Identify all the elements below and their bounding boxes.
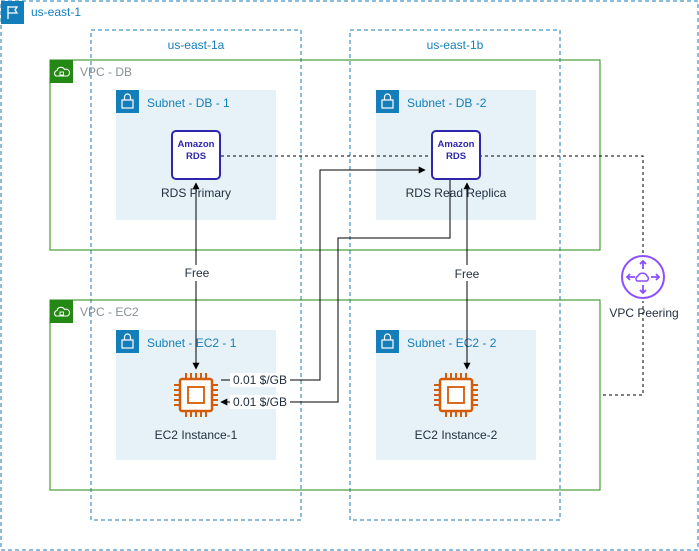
- region-label: us-east-1: [31, 5, 81, 19]
- edge-label-cost-lower: 0.01 $/GB: [230, 395, 290, 409]
- lock-icon: [116, 90, 139, 113]
- subnet-label: Subnet - EC2 - 2: [407, 336, 497, 350]
- subnet-label: Subnet - EC2 - 1: [147, 336, 237, 350]
- edge-peering-db: [221, 155, 644, 255]
- edge-label-free-right: Free: [452, 265, 482, 281]
- node-rds-replica[interactable]: Amazon RDS RDS Read Replica: [406, 130, 507, 200]
- vpc-cloud-icon: [50, 60, 73, 83]
- svg-text:RDS: RDS: [186, 151, 206, 162]
- node-ec2-instance-2[interactable]: EC2 Instance-2: [415, 373, 498, 442]
- svg-text:RDS: RDS: [446, 151, 466, 162]
- edge-replica-to-ec2-1: [220, 178, 451, 406]
- lock-icon: [376, 330, 399, 353]
- node-ec2-instance-1[interactable]: EC2 Instance-1: [155, 373, 238, 442]
- svg-text:0.01 $/GB: 0.01 $/GB: [233, 395, 287, 409]
- node-label: RDS Read Replica: [406, 186, 507, 200]
- availability-zone-1b: us-east-1b: [349, 29, 561, 521]
- az-label: us-east-1b: [427, 38, 484, 52]
- node-label: RDS Primary: [161, 186, 231, 200]
- vpc-ec2: VPC - EC2: [49, 299, 601, 491]
- az-label: us-east-1a: [168, 38, 225, 52]
- node-label: EC2 Instance-2: [415, 428, 498, 442]
- svg-text:Free: Free: [185, 266, 210, 280]
- edge-peering-ec2: [600, 300, 644, 396]
- vpc-label: VPC - DB: [80, 65, 132, 79]
- node-label: EC2 Instance-1: [155, 428, 238, 442]
- subnet-label: Subnet - DB - 1: [147, 96, 230, 110]
- edge-label-free-left: Free: [182, 265, 212, 281]
- flag-icon: [1, 1, 24, 24]
- amazon-rds-icon: [171, 130, 221, 180]
- vpc-db: VPC - DB: [49, 59, 601, 251]
- vpc-label: VPC - EC2: [80, 305, 139, 319]
- subnet-label: Subnet - DB -2: [407, 96, 487, 110]
- ec2-chip-icon: [434, 373, 478, 417]
- vpc-cloud-icon: [50, 300, 73, 323]
- node-vpc-peering[interactable]: VPC Peering: [609, 255, 679, 320]
- svg-text:Amazon: Amazon: [178, 139, 215, 150]
- svg-text:0.01 $/GB: 0.01 $/GB: [233, 373, 287, 387]
- vpc-peering-router-icon: [620, 255, 666, 301]
- lock-icon: [116, 330, 139, 353]
- svg-text:Amazon: Amazon: [438, 139, 475, 150]
- lock-icon: [376, 90, 399, 113]
- amazon-rds-icon: [431, 130, 481, 180]
- ec2-chip-icon: [174, 373, 218, 417]
- node-label: VPC Peering: [609, 306, 678, 320]
- node-rds-primary[interactable]: Amazon RDS RDS Primary: [161, 130, 231, 200]
- edge-label-cost-upper: 0.01 $/GB: [230, 373, 290, 387]
- svg-text:Free: Free: [455, 267, 480, 281]
- availability-zone-1a: us-east-1a: [90, 29, 302, 521]
